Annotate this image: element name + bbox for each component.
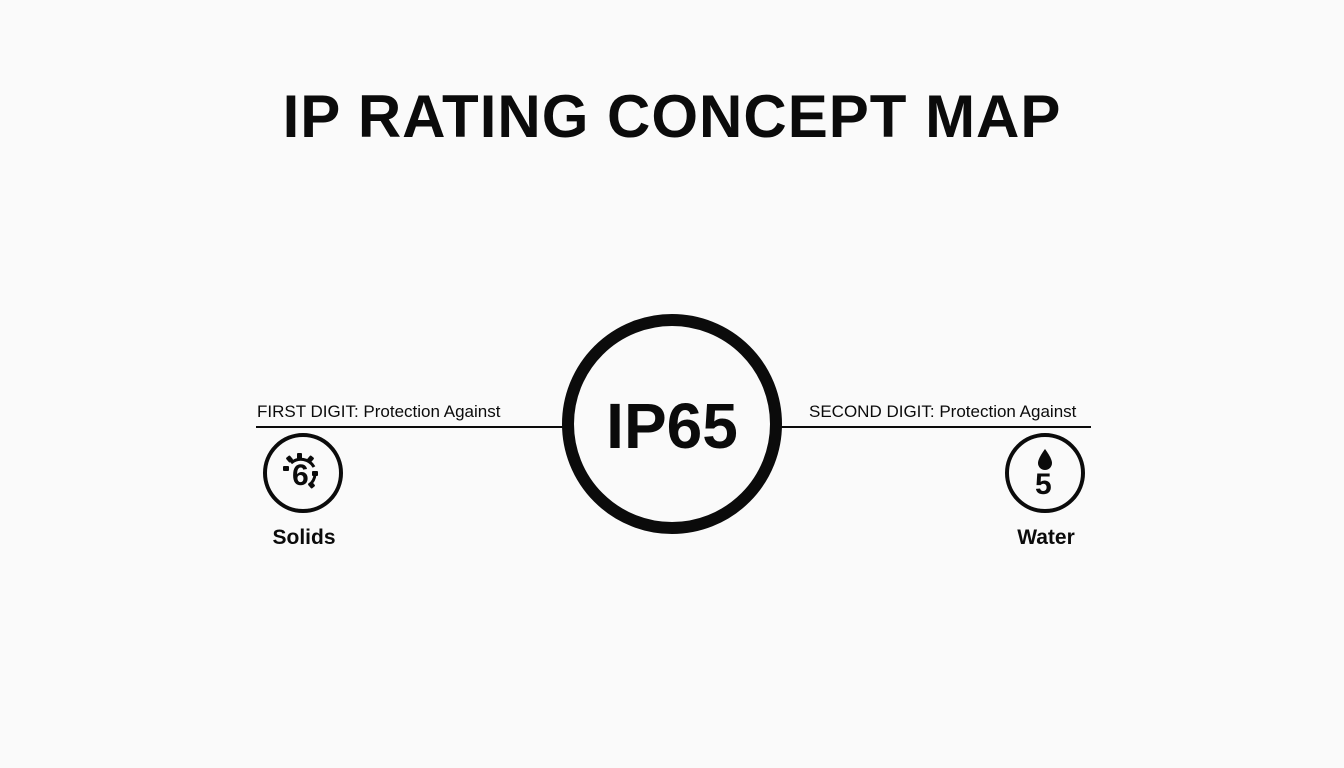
page-title: IP RATING CONCEPT MAP: [282, 83, 1062, 150]
water-drop-icon: [1038, 449, 1052, 470]
first-digit-caption: Solids: [272, 526, 336, 549]
second-digit-badge: 5: [1005, 433, 1085, 513]
first-digit-connector: [256, 426, 568, 428]
second-digit-number: 5: [1035, 468, 1052, 501]
second-digit-connector: [776, 426, 1091, 428]
second-digit-caption: Water: [1017, 526, 1075, 549]
first-digit-number: 6: [292, 459, 309, 492]
first-digit-badge: 6: [263, 433, 343, 513]
ip-rating-code: IP65: [606, 390, 738, 462]
gear-icon: [283, 453, 318, 489]
second-digit-heading: SECOND DIGIT: Protection Against: [809, 402, 1077, 421]
first-digit-heading: FIRST DIGIT: Protection Against: [257, 402, 501, 421]
ip-rating-ring: IP65: [562, 314, 782, 534]
